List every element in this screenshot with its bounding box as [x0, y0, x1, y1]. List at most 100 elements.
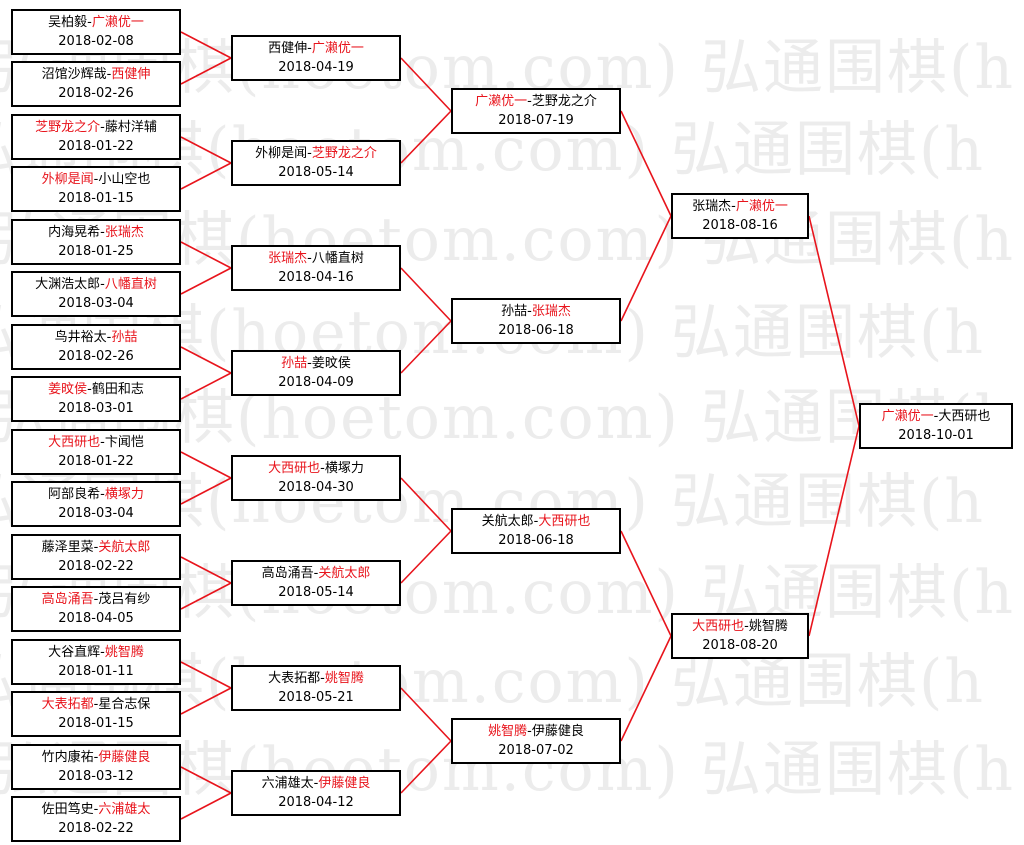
- player-1-name: 内海晃希: [48, 225, 101, 240]
- player-1-name: 大西研也: [48, 435, 101, 450]
- player-separator: -: [100, 120, 105, 135]
- player-separator: -: [313, 566, 319, 581]
- player-1-name: 竹内康祐: [41, 750, 94, 765]
- player-2-name: 姚智腾: [104, 645, 144, 660]
- player-separator: -: [106, 330, 112, 345]
- match-box-round-2: 张瑞杰-八幡直树 2018-04-16: [231, 245, 401, 291]
- match-date: 2018-01-25: [58, 244, 134, 259]
- match-date: 2018-01-11: [58, 664, 134, 679]
- match-players: 竹内康祐-伊藤健良: [13, 748, 179, 767]
- connector-line: [180, 582, 232, 610]
- connector-line: [180, 267, 232, 295]
- player-2-name: 六浦雄太: [98, 802, 151, 817]
- match-date: 2018-08-20: [702, 638, 778, 653]
- player-2-name: 鹤田和志: [91, 382, 144, 397]
- player-1-name: 鸟井裕太: [54, 330, 107, 345]
- player-1-name: 佐田笃史: [41, 802, 94, 817]
- player-2-name: 横塚力: [324, 461, 364, 476]
- player-separator: -: [93, 592, 99, 607]
- connector-line: [180, 162, 232, 190]
- player-separator: -: [307, 41, 312, 56]
- match-date: 2018-02-26: [58, 349, 134, 364]
- player-1-name: 大谷直辉: [48, 645, 101, 660]
- connector-line: [180, 241, 232, 269]
- player-separator: -: [106, 67, 112, 82]
- connector-line: [180, 687, 232, 715]
- connector-line: [180, 31, 232, 59]
- player-1-name: 广濑优一: [475, 94, 528, 109]
- connector-line: [180, 556, 232, 584]
- player-2-name: 张瑞杰: [531, 304, 571, 319]
- match-date: 2018-04-16: [278, 270, 354, 285]
- match-date: 2018-01-22: [58, 454, 134, 469]
- match-players: 姚智腾-伊藤健良: [453, 722, 619, 741]
- connector-line: [400, 687, 452, 742]
- match-players: 张瑞杰-广濑优一: [673, 197, 807, 216]
- match-date: 2018-02-22: [58, 821, 134, 836]
- match-date: 2018-05-14: [278, 585, 354, 600]
- player-1-name: 张瑞杰: [268, 251, 308, 266]
- player-separator: -: [313, 776, 319, 791]
- player-1-name: 关航太郎: [481, 514, 534, 529]
- match-box-round-1: 高岛涌吾-茂吕有纱 2018-04-05: [11, 586, 181, 632]
- player-1-name: 吴柏毅: [48, 15, 88, 30]
- player-separator: -: [307, 356, 312, 371]
- match-players: 广濑优一-大西研也: [861, 407, 1011, 426]
- match-date: 2018-03-04: [58, 296, 134, 311]
- player-2-name: 西健伸: [111, 67, 151, 82]
- match-date: 2018-05-21: [278, 690, 354, 705]
- match-date: 2018-08-16: [702, 218, 778, 233]
- match-players: 关航太郎-大西研也: [453, 512, 619, 531]
- match-date: 2018-04-30: [278, 480, 354, 495]
- match-date: 2018-04-12: [278, 795, 354, 810]
- match-players: 大西研也-横塚力: [233, 459, 399, 478]
- connector-line: [808, 215, 860, 427]
- player-1-name: 姜旼侯: [48, 382, 88, 397]
- player-2-name: 广濑优一: [91, 15, 144, 30]
- player-separator: -: [731, 199, 736, 214]
- connector-line: [400, 320, 452, 374]
- player-separator: -: [527, 94, 532, 109]
- player-2-name: 小山空也: [98, 172, 151, 187]
- connector-line: [620, 635, 672, 742]
- player-1-name: 大表拓都: [41, 697, 94, 712]
- player-2-name: 孙喆: [111, 330, 138, 345]
- match-players: 孙喆-姜旼侯: [233, 354, 399, 373]
- player-2-name: 八幡直树: [311, 251, 364, 266]
- match-date: 2018-03-04: [58, 506, 134, 521]
- connector-line: [620, 110, 672, 217]
- connector-line: [400, 477, 452, 532]
- player-2-name: 张瑞杰: [104, 225, 144, 240]
- match-date: 2018-06-18: [498, 323, 574, 338]
- match-players: 高岛涌吾-茂吕有纱: [13, 590, 179, 609]
- player-separator: -: [744, 619, 749, 634]
- connector-line: [400, 530, 452, 584]
- player-separator: -: [933, 409, 939, 424]
- match-date: 2018-02-26: [58, 86, 134, 101]
- player-1-name: 藤泽里菜: [41, 540, 94, 555]
- match-players: 外柳是闻-芝野龙之介: [233, 144, 399, 163]
- connector-line: [180, 792, 232, 820]
- player-1-name: 高岛涌吾: [41, 592, 94, 607]
- player-1-name: 大渊浩太郎: [35, 277, 101, 292]
- connector-line: [808, 425, 860, 637]
- player-1-name: 大表拓都: [268, 671, 321, 686]
- player-2-name: 茂吕有纱: [98, 592, 151, 607]
- player-2-name: 姚智腾: [748, 619, 788, 634]
- match-date: 2018-04-05: [58, 611, 134, 626]
- match-players: 吴柏毅-广濑优一: [13, 13, 179, 32]
- player-separator: -: [307, 251, 312, 266]
- connector-line: [180, 136, 232, 164]
